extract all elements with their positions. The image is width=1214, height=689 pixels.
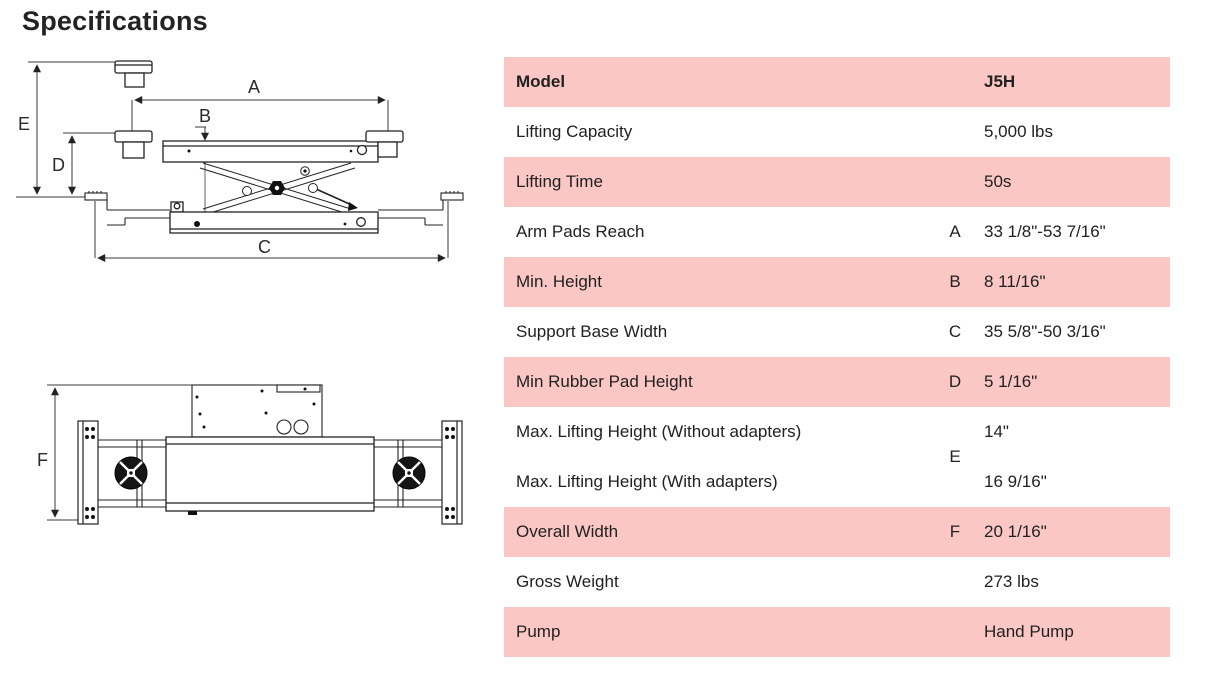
scissor-mechanism (199, 162, 358, 214)
spec-label: Min Rubber Pad Height (516, 372, 693, 391)
spec-value: 273 lbs (984, 572, 1039, 591)
spec-value: 5 1/16" (984, 372, 1038, 391)
spec-label: Max. Lifting Height (Without adapters) (516, 422, 802, 441)
spec-value: 33 1/8"-53 7/16" (984, 222, 1106, 241)
roller-wheels (114, 456, 426, 490)
spec-label: Max. Lifting Height (With adapters) (516, 472, 778, 491)
spec-letter: A (949, 222, 961, 241)
spec-letter: F (949, 522, 961, 541)
spec-letter: E (949, 447, 961, 466)
spec-value: 8 11/16" (984, 272, 1046, 291)
spec-letter: B (949, 272, 961, 291)
spec-value: 20 1/16" (984, 522, 1047, 541)
end-plates (77, 420, 463, 525)
page-title: Specifications (22, 6, 208, 36)
spec-label: Min. Height (516, 272, 602, 291)
table-row-min-rubber-pad-height: Min Rubber Pad Height D 5 1/16" (504, 357, 1170, 407)
table-row-max-lifting-height: Max. Lifting Height (Without adapters) M… (504, 407, 1170, 507)
spec-label: Lifting Time (516, 172, 603, 191)
lift-platform (114, 130, 404, 163)
spec-value: 16 9/16" (984, 472, 1047, 491)
table-row-model: Model J5H (504, 57, 1170, 107)
spec-letter: D (948, 372, 962, 391)
table-row-min-height: Min. Height B 8 11/16" (504, 257, 1170, 307)
spec-letter: C (948, 322, 962, 341)
spec-value-group: 14" 16 9/16" (972, 407, 1170, 507)
spec-label: Support Base Width (516, 322, 668, 341)
table-row-gross-weight: Gross Weight 273 lbs (504, 557, 1170, 607)
spec-label-group: Max. Lifting Height (Without adapters) M… (504, 407, 938, 507)
dim-label-B: B (199, 106, 211, 126)
table-row-lifting-capacity: Lifting Capacity 5,000 lbs (504, 107, 1170, 157)
dim-label-D: D (52, 155, 65, 175)
spec-value: 14" (984, 422, 1009, 441)
table-row-pump: Pump Hand Pump (504, 607, 1170, 657)
spec-value: 35 5/8"-50 3/16" (984, 322, 1106, 341)
spec-label: Pump (516, 622, 561, 641)
spec-label: Model (516, 72, 566, 91)
dim-label-E: E (18, 114, 30, 134)
table-row-overall-width: Overall Width F 20 1/16" (504, 507, 1170, 557)
technical-drawings: E D A B C (16, 60, 464, 525)
dim-label-C: C (258, 237, 271, 257)
spec-label: Gross Weight (516, 572, 619, 591)
spec-value: 50s (984, 172, 1012, 191)
table-row-lifting-time: Lifting Time 50s (504, 157, 1170, 207)
spec-label: Lifting Capacity (516, 122, 633, 141)
base-frame (84, 191, 464, 234)
table-row-arm-pads-reach: Arm Pads Reach A 33 1/8"-53 7/16" (504, 207, 1170, 257)
top-view-diagram: F (37, 384, 463, 525)
spec-value: J5H (984, 72, 1016, 91)
central-body (165, 436, 375, 515)
spec-value: 5,000 lbs (984, 122, 1053, 141)
roller-right (392, 456, 426, 490)
side-view-diagram: E D A B C (16, 60, 464, 262)
spec-label: Arm Pads Reach (516, 222, 645, 241)
spec-label: Overall Width (516, 522, 619, 541)
specifications-table: Model J5H Lifting Capacity 5,000 lbs Lif… (504, 57, 1170, 657)
cover-panel (191, 384, 323, 438)
rubber-pad-adapter (114, 60, 153, 88)
roller-left (114, 456, 148, 490)
dim-label-A: A (248, 77, 260, 97)
spec-value: Hand Pump (984, 622, 1074, 641)
table-row-support-base-width: Support Base Width C 35 5/8"-50 3/16" (504, 307, 1170, 357)
dim-label-F: F (37, 450, 48, 470)
